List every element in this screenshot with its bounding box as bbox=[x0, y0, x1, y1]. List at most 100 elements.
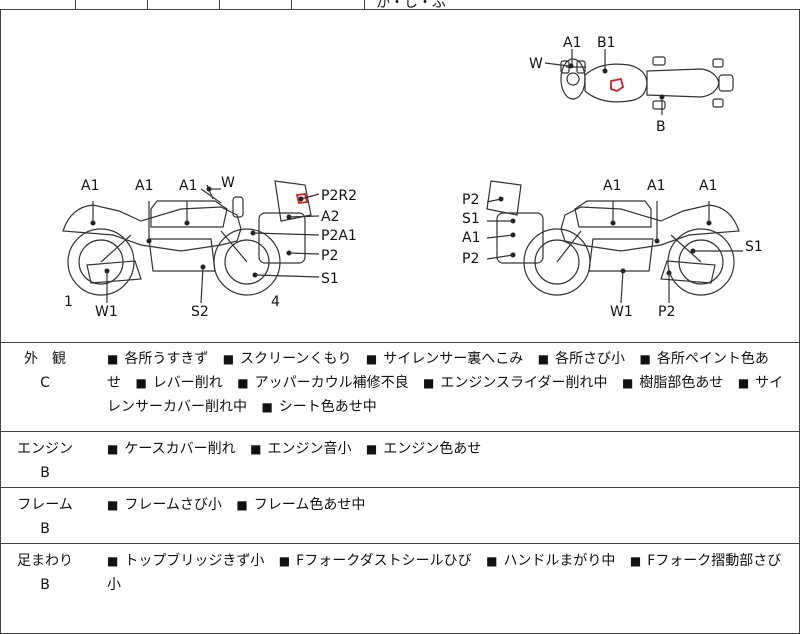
list-item: ■トップブリッジきず小 bbox=[107, 553, 265, 569]
square-bullet-icon: ■ bbox=[250, 442, 262, 456]
list-item: ■Fフォークダストシールひび bbox=[278, 553, 472, 569]
motorcycle-diagrams: A1 B1 W B bbox=[62, 35, 763, 320]
right-view-label-p2-engine: P2 bbox=[658, 304, 675, 320]
left-view-label-p2a1: P2A1 bbox=[321, 228, 357, 244]
category-cell: 足まわり B bbox=[0, 543, 89, 634]
top-view-label-a1: A1 bbox=[563, 35, 581, 51]
square-bullet-icon: ■ bbox=[261, 400, 273, 414]
left-view-label-a1-mid: A1 bbox=[135, 178, 153, 194]
top-cell bbox=[291, 0, 365, 9]
right-view-label-s1-cowl: S1 bbox=[462, 211, 480, 227]
top-cell bbox=[0, 0, 76, 9]
left-view-label-w1: W1 bbox=[95, 304, 118, 320]
evaluation-row-suspension: 足まわり B ■トップブリッジきず小 ■Fフォークダストシールひび ■ハンドルま… bbox=[0, 543, 800, 634]
list-item: ■Fフォーク摺動部さび小 bbox=[107, 553, 782, 593]
square-bullet-icon: ■ bbox=[107, 352, 119, 366]
square-bullet-icon: ■ bbox=[423, 376, 435, 390]
right-view-label-a1-rear: A1 bbox=[699, 178, 717, 194]
right-view-motorcycle bbox=[486, 180, 743, 304]
square-bullet-icon: ■ bbox=[278, 554, 291, 568]
category-cell: フレーム B bbox=[0, 487, 89, 544]
square-bullet-icon: ■ bbox=[236, 498, 248, 512]
category-name: エンジン bbox=[17, 441, 73, 457]
category-grade: B bbox=[40, 577, 50, 593]
list-item: ■エンジン色あせ bbox=[365, 441, 482, 457]
list-item: ■スクリーンくもり bbox=[222, 351, 352, 367]
square-bullet-icon: ■ bbox=[107, 442, 119, 456]
list-item: ■サイレンサーカバー削れ中 bbox=[107, 375, 784, 415]
right-view-label-a1-mid: A1 bbox=[647, 178, 665, 194]
left-view-label-4: 4 bbox=[271, 294, 280, 310]
items-cell: ■トップブリッジきず小 ■Fフォークダストシールひび ■ハンドルまがり中 ■Fフ… bbox=[89, 543, 800, 634]
left-view-label-p2r2: P2R2 bbox=[321, 188, 357, 204]
top-view-label-w: W bbox=[529, 56, 543, 72]
square-bullet-icon: ■ bbox=[222, 352, 235, 366]
top-view-label-b1: B1 bbox=[597, 35, 616, 51]
top-view-motorcycle bbox=[544, 49, 734, 115]
list-item: ■各所うすきず bbox=[107, 351, 209, 367]
right-view-label-p2-top: P2 bbox=[462, 192, 479, 208]
left-view-label-1: 1 bbox=[64, 294, 73, 310]
damage-mark-cowl bbox=[295, 193, 309, 204]
items-cell: ■各所うすきず ■スクリーンくもり ■サイレンサー裏へこみ ■各所さび小 ■各所… bbox=[89, 342, 800, 432]
left-view-label-s1: S1 bbox=[321, 271, 339, 287]
evaluation-row-engine: エンジン B ■ケースカバー削れ ■エンジン音小 ■エンジン色あせ bbox=[0, 431, 800, 488]
list-item: ■エンジンスライダー削れ中 bbox=[423, 375, 608, 391]
right-view-label-p2-bottom: P2 bbox=[462, 251, 479, 267]
list-item: ■各所ペイント色あせ bbox=[107, 351, 769, 391]
category-grade: B bbox=[40, 521, 50, 537]
top-cell bbox=[147, 0, 220, 9]
square-bullet-icon: ■ bbox=[639, 352, 651, 366]
list-item: ■サイレンサー裏へこみ bbox=[365, 351, 524, 367]
left-view-motorcycle bbox=[62, 180, 320, 304]
category-grade: C bbox=[40, 375, 50, 391]
square-bullet-icon: ■ bbox=[107, 554, 119, 568]
square-bullet-icon: ■ bbox=[737, 376, 750, 390]
left-view-label-a1-rear: A1 bbox=[81, 178, 99, 194]
damage-diagram: A1 B1 W B bbox=[0, 9, 800, 343]
list-item: ■アッパーカウル補修不良 bbox=[237, 375, 409, 391]
square-bullet-icon: ■ bbox=[629, 554, 642, 568]
left-view-label-w: W bbox=[221, 175, 235, 191]
category-name: 外 観 bbox=[24, 351, 66, 367]
right-view-label-w1: W1 bbox=[610, 304, 633, 320]
category-name: 足まわり bbox=[17, 553, 73, 569]
list-item: ■エンジン音小 bbox=[250, 441, 352, 457]
list-item: ■シート色あせ中 bbox=[261, 399, 377, 415]
square-bullet-icon: ■ bbox=[537, 352, 550, 366]
top-view-label-b: B bbox=[656, 119, 666, 135]
category-name: フレーム bbox=[17, 497, 73, 513]
evaluation-row-appearance: 外 観 C ■各所うすきず ■スクリーンくもり ■サイレンサー裏へこみ ■各所さ… bbox=[0, 342, 800, 432]
square-bullet-icon: ■ bbox=[107, 498, 119, 512]
list-item: ■各所さび小 bbox=[537, 351, 626, 367]
top-table-strip: か・し・ぶ bbox=[0, 0, 800, 11]
list-item: ■フレームさび小 bbox=[107, 497, 222, 513]
top-cell bbox=[219, 0, 292, 9]
list-item: ■ハンドルまがり中 bbox=[486, 553, 616, 569]
right-view-label-s1-muffler: S1 bbox=[745, 239, 763, 255]
category-cell: エンジン B bbox=[0, 431, 89, 488]
square-bullet-icon: ■ bbox=[135, 376, 147, 390]
square-bullet-icon: ■ bbox=[237, 376, 249, 390]
list-item: ■樹脂部色あせ bbox=[622, 375, 724, 391]
right-view-label-a1-tank: A1 bbox=[603, 178, 621, 194]
left-view-label-a1-tank: A1 bbox=[179, 178, 197, 194]
top-strip-fragment: か・し・ぶ bbox=[376, 0, 446, 11]
left-view-label-p2: P2 bbox=[321, 248, 338, 264]
top-cell bbox=[75, 0, 148, 9]
square-bullet-icon: ■ bbox=[365, 442, 378, 456]
evaluation-table: 外 観 C ■各所うすきず ■スクリーンくもり ■サイレンサー裏へこみ ■各所さ… bbox=[0, 342, 800, 634]
left-view-label-s2: S2 bbox=[191, 304, 209, 320]
category-grade: B bbox=[40, 465, 50, 481]
damage-mark-tank bbox=[610, 77, 625, 92]
left-view-label-a2: A2 bbox=[321, 209, 339, 225]
list-item: ■レバー削れ bbox=[135, 375, 223, 391]
list-item: ■フレーム色あせ中 bbox=[236, 497, 366, 513]
square-bullet-icon: ■ bbox=[365, 352, 378, 366]
category-cell: 外 観 C bbox=[0, 342, 89, 432]
square-bullet-icon: ■ bbox=[486, 554, 498, 568]
square-bullet-icon: ■ bbox=[622, 376, 634, 390]
list-item: ■ケースカバー削れ bbox=[107, 441, 236, 457]
evaluation-row-frame: フレーム B ■フレームさび小 ■フレーム色あせ中 bbox=[0, 487, 800, 544]
right-view-label-a1-cowl: A1 bbox=[462, 230, 480, 246]
